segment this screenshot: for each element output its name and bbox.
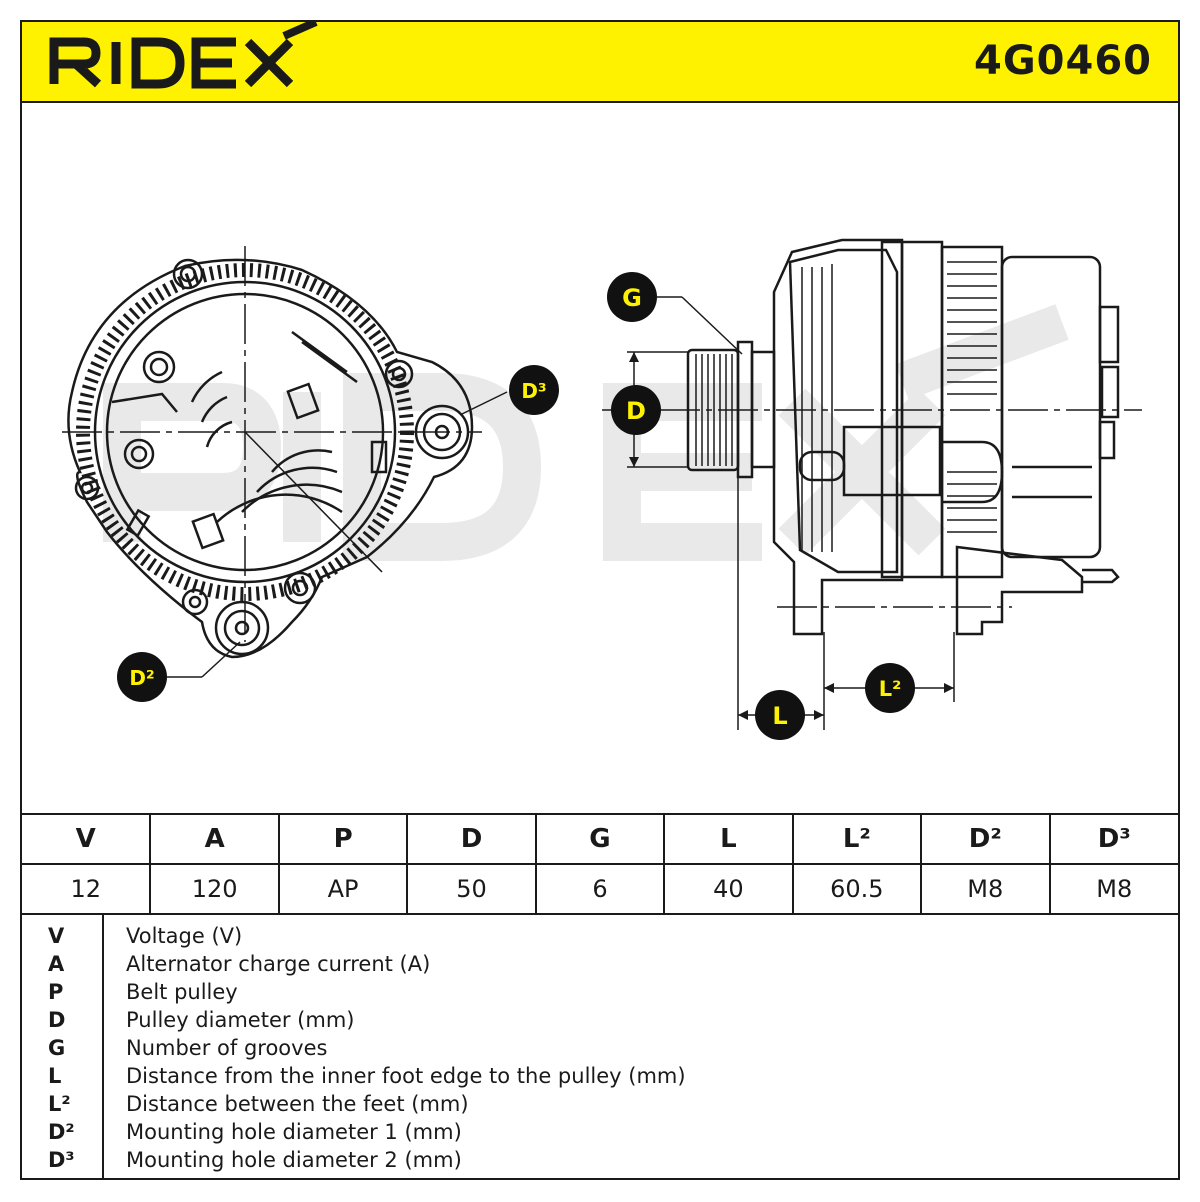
legend-key: V [48, 924, 65, 948]
spec-header-row: V A P D G L L² D² D³ [22, 813, 1178, 865]
spec-value-d3: M8 [1048, 863, 1178, 915]
legend-item: G Number of grooves [22, 1034, 1178, 1062]
product-sheet: 4G0460 [20, 20, 1180, 1180]
legend-desc: Number of grooves [126, 1036, 328, 1060]
callout-l2: L² [865, 663, 915, 713]
spec-value-row: 12 120 AP 50 6 40 60.5 M8 M8 [22, 863, 1178, 915]
spec-value-l: 40 [663, 863, 794, 915]
legend-key: P [48, 980, 64, 1004]
spec-value-g: 6 [534, 863, 666, 915]
legend-item: V Voltage (V) [22, 922, 1178, 950]
legend-key: D² [48, 1120, 75, 1144]
callout-g: G [607, 272, 657, 322]
legend-divider [102, 915, 104, 1178]
legend-key: A [48, 952, 65, 976]
spec-header-l2: L² [791, 813, 923, 865]
legend-item: L Distance from the inner foot edge to t… [22, 1062, 1178, 1090]
spec-value-d2: M8 [920, 863, 1051, 915]
legend-key: D³ [48, 1148, 75, 1172]
rear-view [62, 246, 482, 659]
legend-key: L [48, 1064, 62, 1088]
legend-key: G [48, 1036, 66, 1060]
spec-header-d3: D³ [1048, 813, 1178, 865]
spec-value-p: AP [277, 863, 409, 915]
svg-text:L: L [772, 702, 787, 730]
legend-desc: Distance between the feet (mm) [126, 1092, 469, 1116]
spec-value-l2: 60.5 [791, 863, 923, 915]
svg-text:D²: D² [129, 666, 154, 690]
legend-item: L² Distance between the feet (mm) [22, 1090, 1178, 1118]
legend: V Voltage (V) A Alternator charge curren… [22, 915, 1178, 1178]
spec-header-d: D [406, 813, 537, 865]
ridex-logo [49, 22, 318, 89]
svg-text:D³: D³ [521, 379, 546, 403]
spec-value-v: 12 [22, 863, 152, 915]
svg-text:D: D [626, 397, 646, 425]
legend-key: L² [48, 1092, 71, 1116]
spec-value-a: 120 [149, 863, 280, 915]
legend-desc: Mounting hole diameter 2 (mm) [126, 1148, 462, 1172]
header-bar: 4G0460 [22, 22, 1178, 103]
legend-desc: Voltage (V) [126, 924, 243, 948]
legend-desc: Pulley diameter (mm) [126, 1008, 355, 1032]
callout-d: D [611, 385, 661, 435]
callout-d2: D² [117, 652, 167, 702]
legend-desc: Distance from the inner foot edge to the… [126, 1064, 686, 1088]
side-view [167, 238, 1142, 730]
callout-d3: D³ [509, 365, 559, 415]
spec-table: V A P D G L L² D² D³ 12 120 AP 50 6 40 6… [22, 813, 1178, 915]
spec-header-p: P [277, 813, 409, 865]
spec-header-a: A [149, 813, 280, 865]
legend-item: D Pulley diameter (mm) [22, 1006, 1178, 1034]
legend-item: P Belt pulley [22, 978, 1178, 1006]
spec-header-g: G [534, 813, 666, 865]
callout-l: L [755, 690, 805, 740]
legend-desc: Alternator charge current (A) [126, 952, 431, 976]
spec-header-d2: D² [920, 813, 1051, 865]
spec-header-v: V [22, 813, 152, 865]
svg-text:L²: L² [879, 677, 902, 701]
technical-drawing: G D D³ D² L L² [22, 103, 1178, 813]
legend-key: D [48, 1008, 66, 1032]
spec-header-l: L [663, 813, 794, 865]
legend-desc: Belt pulley [126, 980, 238, 1004]
svg-text:G: G [622, 284, 642, 312]
legend-desc: Mounting hole diameter 1 (mm) [126, 1120, 462, 1144]
legend-item: D² Mounting hole diameter 1 (mm) [22, 1118, 1178, 1146]
part-number: 4G0460 [974, 38, 1152, 84]
legend-item: A Alternator charge current (A) [22, 950, 1178, 978]
spec-value-d: 50 [406, 863, 537, 915]
legend-item: D³ Mounting hole diameter 2 (mm) [22, 1146, 1178, 1174]
